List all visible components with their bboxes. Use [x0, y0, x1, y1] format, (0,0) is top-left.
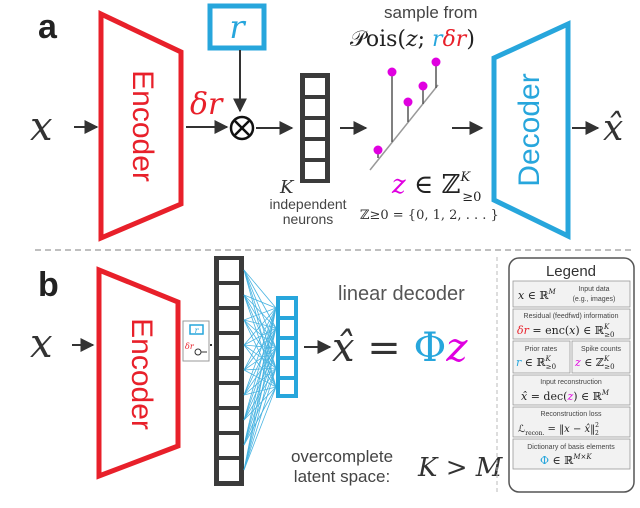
decoder-equation: x̂ = Φz [332, 325, 468, 371]
multiply-node [229, 115, 255, 141]
encoder-b-label: Encoder [125, 318, 158, 430]
neurons-caption-2: neurons [283, 211, 334, 227]
legend-box: Legend x ∈ ℝM Input data (e.g., images) … [496, 257, 635, 493]
integers-set: ℤ≥0 = {0, 1, 2, . . . } [360, 208, 499, 223]
svg-text:z ∈ ℤK≥0: z ∈ ℤK≥0 [574, 355, 615, 371]
panel-a-label: a [38, 8, 58, 46]
output-xhat-a: x̂ [603, 108, 623, 149]
linear-decoder-text: linear decoder [338, 283, 465, 305]
legend-input-data-2: (e.g., images) [573, 296, 616, 303]
mini-rate-inset: r δr [182, 320, 210, 362]
legend-title: Legend [546, 263, 596, 280]
neuron-column-b [214, 256, 244, 486]
neuron-count-k: K [279, 177, 295, 198]
poisson-text: 𝒫ois(z; rδr) [350, 27, 475, 52]
decoder-a-shape [491, 20, 571, 240]
legend-residual-title: Residual (feedfwd) information [524, 313, 619, 320]
panel-b-label: b [38, 266, 59, 304]
decoder-a-label: Decoder [513, 73, 546, 186]
dense-connections [243, 269, 277, 471]
rate-box-a [207, 3, 267, 51]
overcomplete-text-1: overcomplete [291, 447, 393, 466]
encoder-a-label: Encoder [126, 70, 159, 182]
legend-input-data-1: Input data [578, 286, 609, 293]
encoder-b-shape [96, 266, 181, 480]
rate-label-a: r [229, 8, 246, 46]
svg-text:x̂ = dec(z) ∈ ℝM: x̂ = dec(z) ∈ ℝM [521, 389, 610, 403]
neurons-caption-1: independent [269, 196, 346, 212]
legend-prior-title: Prior rates [525, 346, 558, 353]
spike-plot [369, 57, 441, 171]
sample-from-text: sample from [384, 3, 478, 22]
svg-text:x ∈ ℝM: x ∈ ℝM [518, 288, 557, 302]
residual-label-a: δr [190, 87, 224, 122]
legend-loss-title: Reconstruction loss [540, 411, 602, 418]
spikes-math: z ∈ ℤK≥0 [391, 170, 481, 205]
multiply-cross-2 [234, 120, 250, 136]
output-column-b [276, 296, 298, 398]
mini-residual-label: δr [185, 342, 195, 351]
overcomplete-condition: K > M [417, 453, 504, 483]
svg-text:Φ ∈ ℝM×K: Φ ∈ ℝM×K [540, 453, 592, 467]
encoder-a-shape [98, 10, 184, 242]
mini-rate-label: r [195, 326, 200, 335]
legend-recon-title: Input reconstruction [540, 379, 602, 386]
svg-text:ℒrecon. = ‖x − x̂‖22: ℒrecon. = ‖x − x̂‖22 [518, 422, 599, 437]
neuron-column-a [300, 73, 330, 183]
panel-a-input-x: x [30, 104, 53, 150]
panel-b-input-x: x [30, 321, 53, 367]
svg-text:r ∈ ℝK≥0: r ∈ ℝK≥0 [516, 355, 556, 371]
overcomplete-text-2: latent space: [294, 467, 390, 486]
legend-spike-title: Spike counts [581, 346, 622, 353]
legend-dict-title: Dictionary of basis elements [527, 444, 615, 451]
svg-text:δr = enc(x) ∈ ℝK≥0: δr = enc(x) ∈ ℝK≥0 [517, 323, 615, 339]
